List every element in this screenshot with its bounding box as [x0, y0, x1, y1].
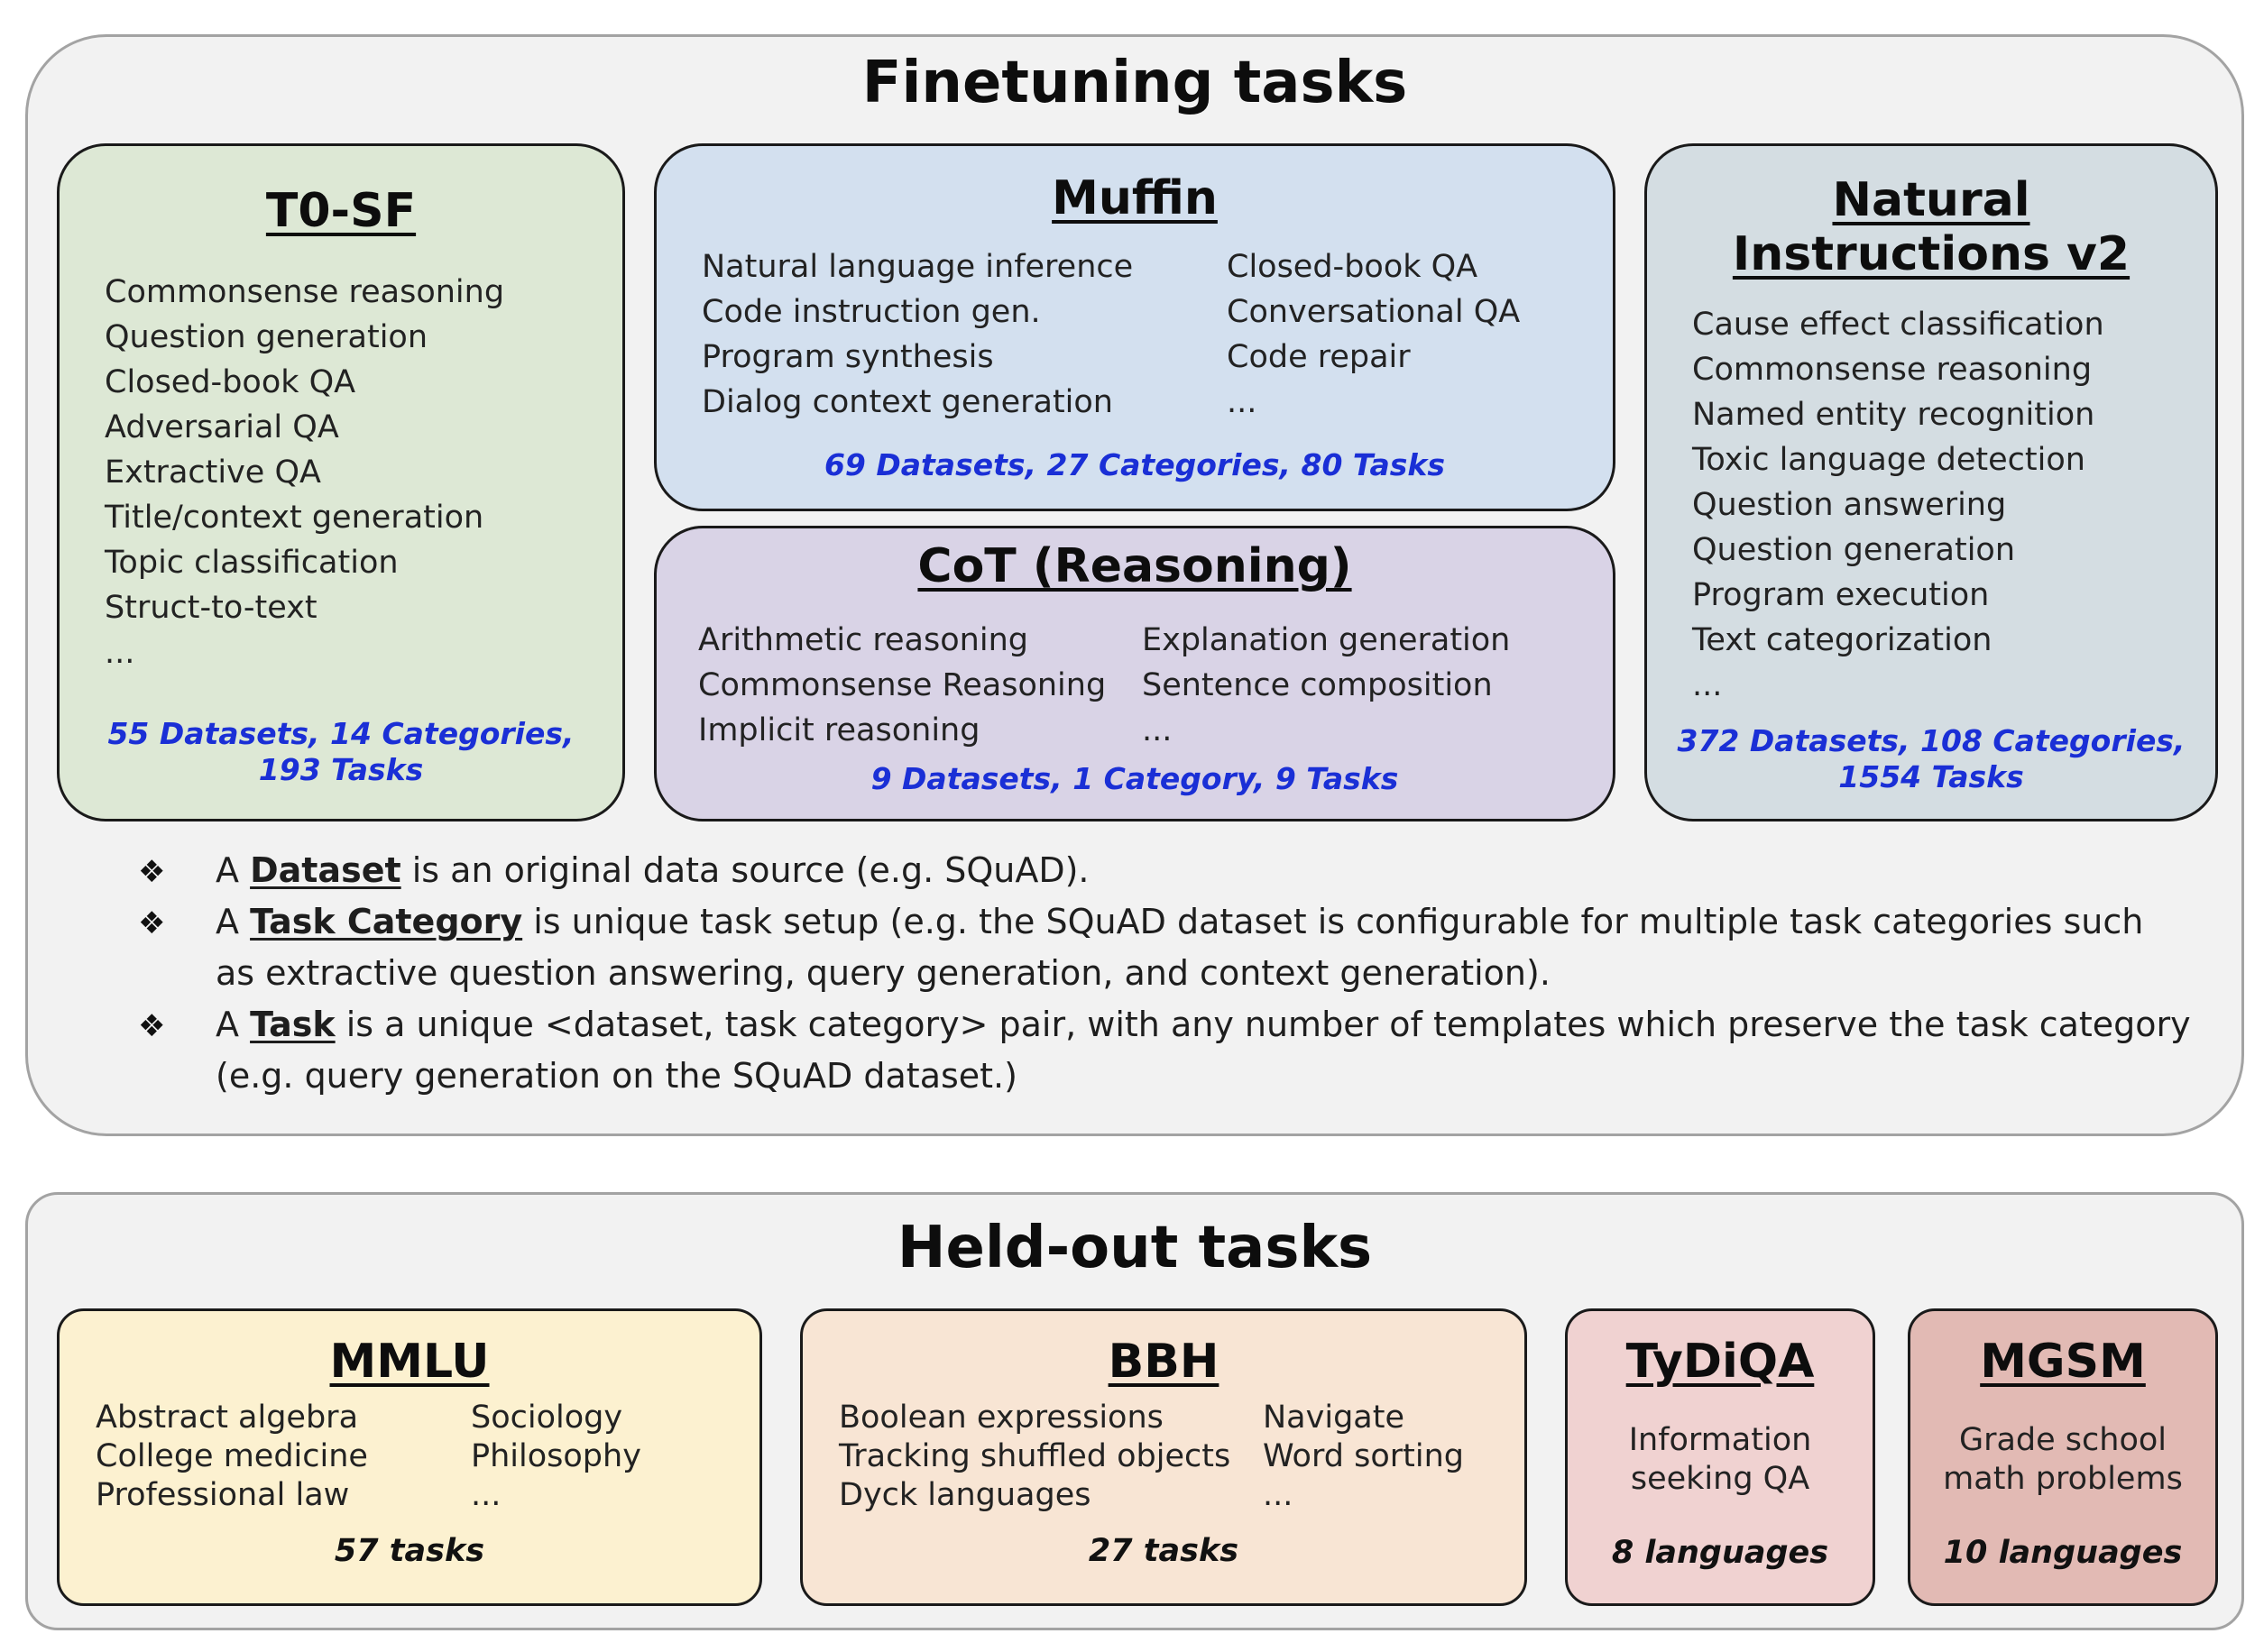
finetuning-title: Finetuning tasks [861, 50, 1408, 116]
mmlu-item: Philosophy [471, 1438, 641, 1474]
mmlu-item: Sociology [471, 1400, 623, 1436]
t0sf-box: T0-SF Commonsense reasoning Question gen… [57, 143, 625, 821]
niv2-item: Commonsense reasoning [1692, 352, 2093, 388]
muffin-box: Muffin Natural language inference Code i… [654, 143, 1615, 511]
niv2-stats: 372 Datasets, 108 Categories, [1677, 723, 2186, 758]
niv2-item: Question generation [1692, 532, 2016, 568]
t0sf-item: Topic classification [105, 545, 399, 581]
cot-item: Sentence composition [1142, 667, 1493, 703]
t0sf-stats: 193 Tasks [258, 752, 424, 787]
niv2-box: Natural Instructions v2 Cause effect cla… [1644, 143, 2218, 821]
muffin-stats: 69 Datasets, 27 Categories, 80 Tasks [824, 447, 1446, 482]
muffin-item: Code repair [1227, 339, 1411, 375]
cot-item: Implicit reasoning [698, 712, 980, 748]
task-term: Task [250, 1005, 336, 1044]
muffin-item: Natural language inference [702, 249, 1134, 285]
t0sf-item: Commonsense reasoning [105, 274, 505, 310]
bbh-title: BBH [1108, 1335, 1219, 1389]
t0sf-item: Question generation [105, 319, 428, 355]
niv2-item: Cause effect classification [1692, 307, 2104, 343]
dataset-definition: A Dataset is an original data source (e.… [216, 850, 1090, 890]
niv2-item: Question answering [1692, 487, 2007, 523]
mgsm-description: Grade school [1958, 1422, 2167, 1458]
niv2-title: Instructions v2 [1732, 227, 2131, 281]
muffin-item: Code instruction gen. [702, 294, 1041, 330]
bullet-icon: ❖ [138, 1008, 166, 1044]
bbh-box: BBH Boolean expressions Tracking shuffle… [800, 1308, 1527, 1606]
mmlu-title: MMLU [329, 1335, 490, 1389]
tydiqa-description: seeking QA [1630, 1461, 1810, 1497]
niv2-item: Toxic language detection [1692, 442, 2085, 478]
t0sf-item: Extractive QA [105, 454, 321, 491]
niv2-item: ... [1692, 667, 1723, 703]
tydiqa-box: TyDiQA Information seeking QA 8 language… [1565, 1308, 1875, 1606]
task-category-definition: A Task Category is unique task setup (e.… [216, 902, 2144, 993]
cot-title: CoT (Reasoning) [917, 539, 1352, 593]
bbh-item: Tracking shuffled objects [839, 1438, 1231, 1474]
task-definition: A Task is a unique <dataset, task catego… [216, 1005, 2191, 1096]
t0sf-item: Title/context generation [105, 500, 484, 536]
bbh-item: ... [1263, 1477, 1293, 1513]
mgsm-description: math problems [1943, 1461, 2183, 1497]
muffin-item: Conversational QA [1227, 294, 1521, 330]
bbh-item: Dyck languages [839, 1477, 1091, 1513]
muffin-item: Dialog context generation [702, 384, 1113, 420]
tydiqa-title: TyDiQA [1625, 1335, 1815, 1389]
mmlu-item: Abstract algebra [96, 1400, 359, 1436]
muffin-title: Muffin [1052, 171, 1218, 225]
t0sf-item: ... [105, 635, 135, 671]
dataset-term: Dataset [250, 850, 401, 890]
cot-item: Arithmetic reasoning [698, 622, 1028, 658]
mmlu-item: College medicine [96, 1438, 368, 1474]
mgsm-box: MGSM Grade school math problems 10 langu… [1908, 1308, 2218, 1606]
task-category-term: Task Category [250, 902, 523, 941]
niv2-item: Named entity recognition [1692, 397, 2095, 433]
t0sf-item: Adversarial QA [105, 409, 339, 445]
bbh-item: Boolean expressions [839, 1400, 1164, 1436]
t0sf-stats: 55 Datasets, 14 Categories, [107, 716, 575, 751]
muffin-item: Program synthesis [702, 339, 994, 375]
mmlu-item: ... [471, 1477, 502, 1513]
niv2-item: Text categorization [1692, 622, 1993, 658]
mmlu-box: MMLU Abstract algebra College medicine P… [57, 1308, 762, 1606]
mgsm-count: 10 languages [1943, 1535, 2183, 1571]
cot-stats: 9 Datasets, 1 Category, 9 Tasks [870, 761, 1399, 796]
tydiqa-count: 8 languages [1611, 1535, 1829, 1571]
bullet-icon: ❖ [138, 905, 166, 941]
niv2-item: Program execution [1692, 577, 1990, 613]
muffin-item: ... [1227, 384, 1257, 420]
bbh-item: Word sorting [1263, 1438, 1464, 1474]
cot-item: Explanation generation [1142, 622, 1511, 658]
mgsm-title: MGSM [1980, 1335, 2146, 1389]
mmlu-item: Professional law [96, 1477, 350, 1513]
niv2-stats: 1554 Tasks [1838, 759, 2024, 794]
t0sf-title: T0-SF [265, 184, 417, 238]
mmlu-count: 57 tasks [334, 1533, 485, 1569]
t0sf-item: Closed-book QA [105, 364, 356, 400]
finetuning-panel: Finetuning tasks T0-SF Commonsense reaso… [25, 34, 2244, 1136]
bbh-item: Navigate [1263, 1400, 1404, 1436]
muffin-item: Closed-book QA [1227, 249, 1478, 285]
niv2-title: Natural [1832, 173, 2030, 227]
cot-item: ... [1142, 712, 1173, 748]
heldout-panel: Held-out tasks MMLU Abstract algebra Col… [25, 1192, 2244, 1630]
tydiqa-description: Information [1628, 1422, 1812, 1458]
bbh-count: 27 tasks [1088, 1533, 1239, 1569]
cot-item: Commonsense Reasoning [698, 667, 1107, 703]
t0sf-item: Struct-to-text [105, 590, 318, 626]
cot-box: CoT (Reasoning) Arithmetic reasoning Com… [654, 526, 1615, 821]
heldout-title: Held-out tasks [897, 1215, 1373, 1281]
bullet-icon: ❖ [138, 854, 166, 890]
